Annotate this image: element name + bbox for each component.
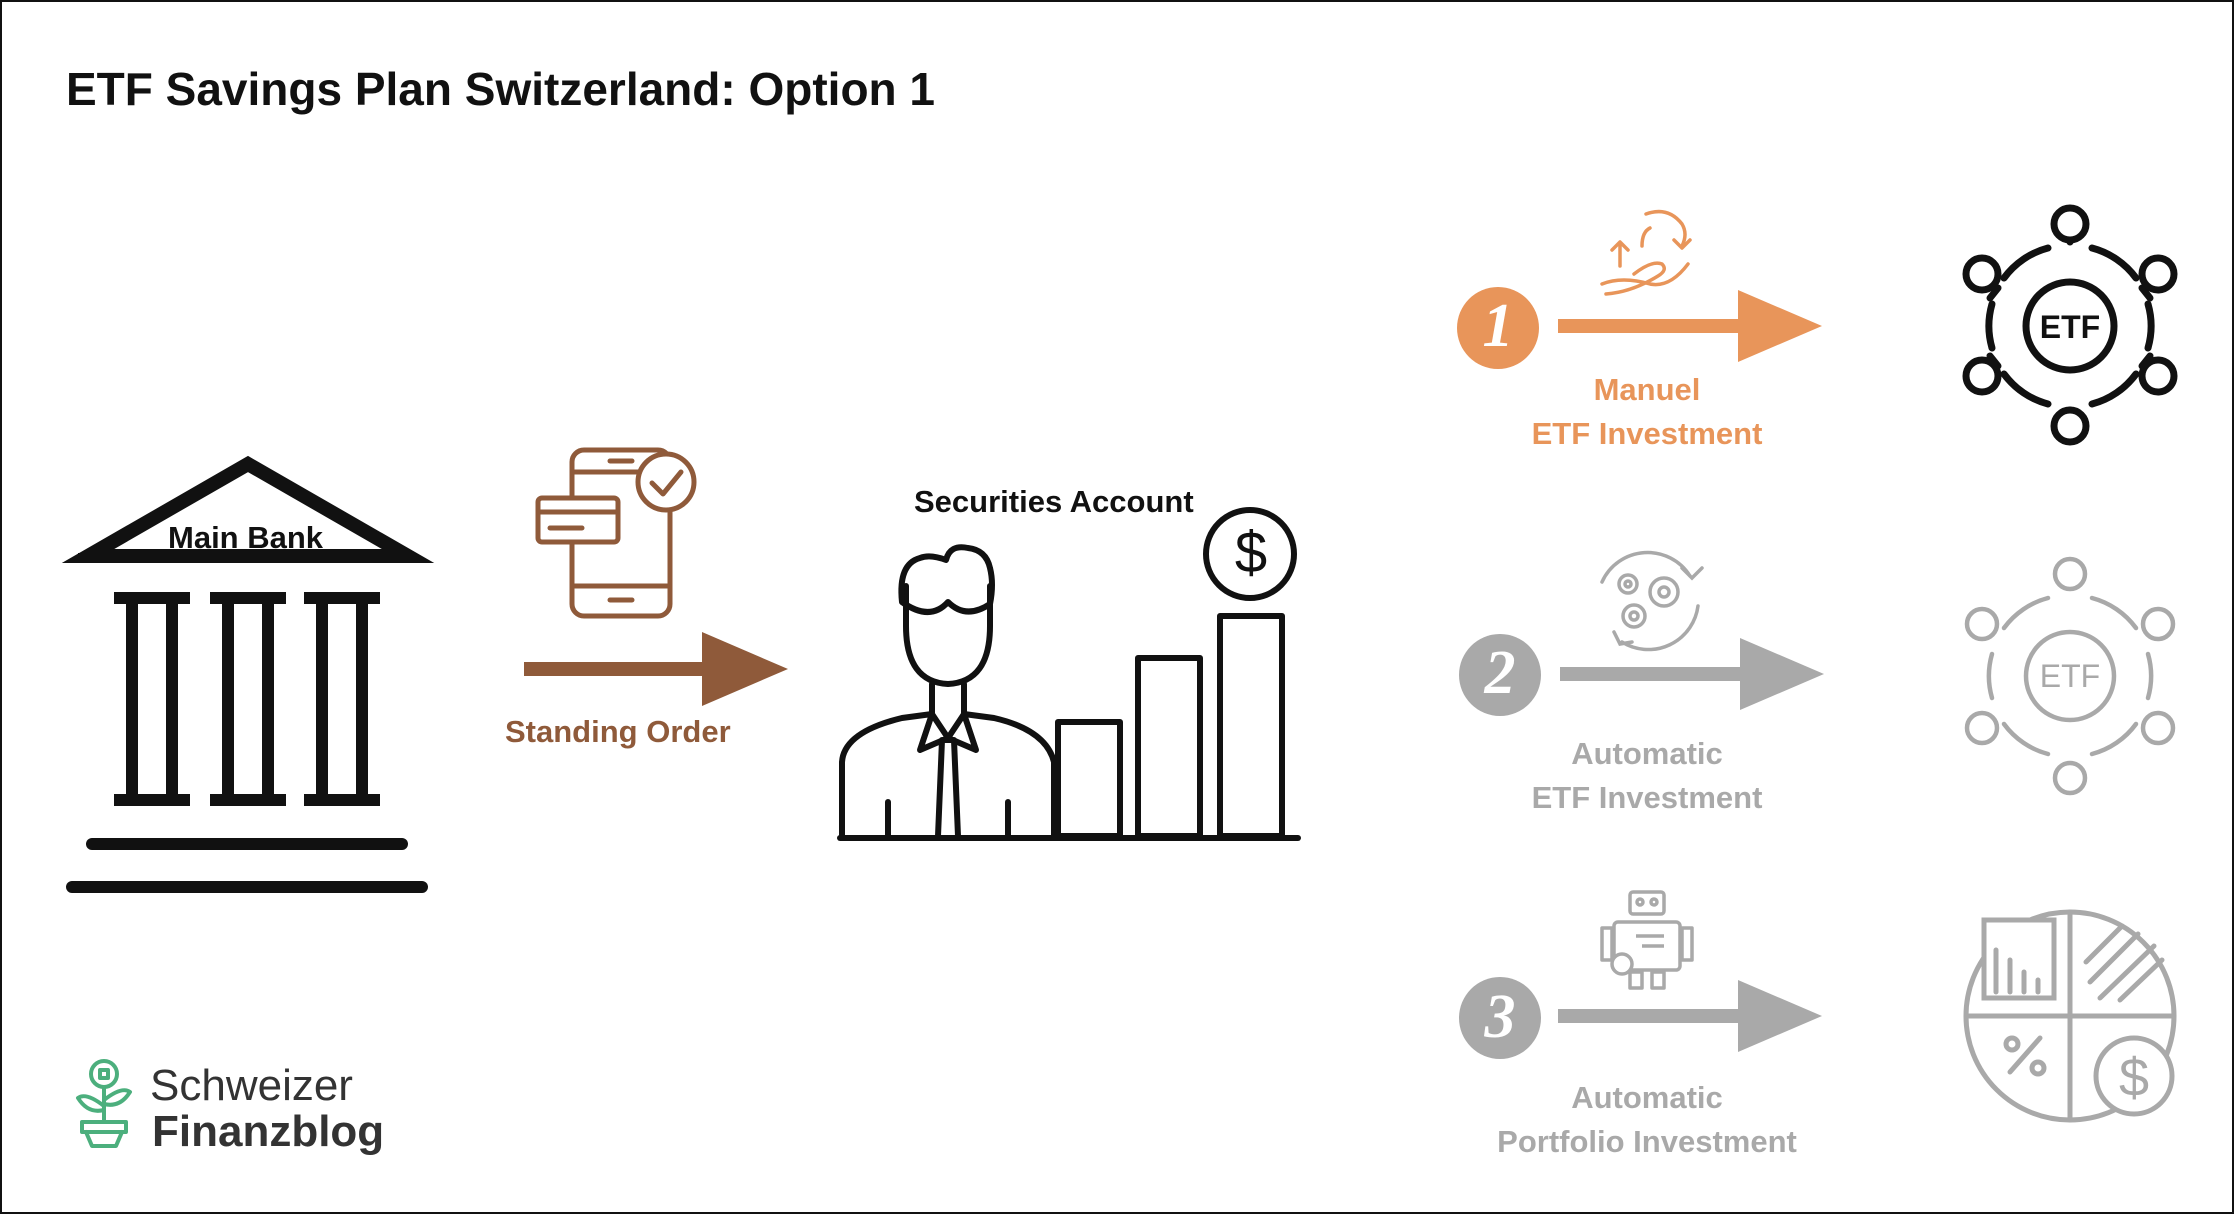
option-3-portfolio-pie-icon (1963, 909, 2177, 1123)
brand-name-line2: Finanzblog (152, 1107, 385, 1156)
coin-dollar-symbol: $ (1234, 520, 1268, 585)
standing-order-label: Standing Order (505, 714, 731, 749)
option-2-number: 2 (1484, 639, 1516, 707)
bank-building-icon (61, 455, 435, 893)
portfolio-dollar-symbol: $ (2119, 1048, 2149, 1108)
option-2-line1: Automatic (1571, 736, 1723, 771)
option-3-arrow (1558, 980, 1822, 1052)
option-2-etf-text: ETF (2039, 658, 2101, 694)
option-1-number-badge (1457, 287, 1539, 369)
option-3-line2: Portfolio Investment (1497, 1124, 1797, 1160)
option-1-line2: ETF Investment (1531, 416, 1763, 452)
option-2-gears-cycle-icon (1600, 550, 1704, 652)
option-3-number: 3 (1484, 983, 1516, 1051)
plant-pot-logo-icon (76, 1059, 132, 1148)
option-2-line2: ETF Investment (1531, 780, 1763, 816)
option-3-robot-advisor-icon (1600, 890, 1694, 990)
brand-name-line1: Schweizer (150, 1061, 353, 1110)
investor-growth-chart-icon (837, 507, 1301, 841)
option-1-number: 1 (1482, 292, 1514, 360)
option-2-label: Automatic ETF Investment (1467, 732, 1827, 820)
option-3-label: Automatic Portfolio Investment (1467, 1076, 1827, 1164)
mobile-payment-icon (535, 447, 697, 619)
option-3-line1: Automatic (1571, 1080, 1723, 1115)
option-2-etf-network-icon (1964, 556, 2176, 796)
option-1-hand-cycle-icon (1600, 209, 1692, 296)
option-2-number-badge (1459, 634, 1541, 716)
standing-order-arrow (524, 632, 788, 706)
option-1-line1: Manuel (1593, 372, 1701, 407)
option-1-etf-text: ETF (2039, 309, 2101, 345)
bank-label: Main Bank (168, 520, 324, 555)
option-1-label: Manuel ETF Investment (1467, 368, 1827, 456)
option-3-number-badge (1459, 977, 1541, 1059)
option-1-arrow (1558, 290, 1822, 362)
option-2-arrow (1560, 638, 1824, 710)
page-title: ETF Savings Plan Switzerland: Option 1 (66, 63, 936, 115)
option-1-etf-network-icon (1962, 204, 2178, 446)
securities-account-label: Securities Account (914, 484, 1194, 519)
